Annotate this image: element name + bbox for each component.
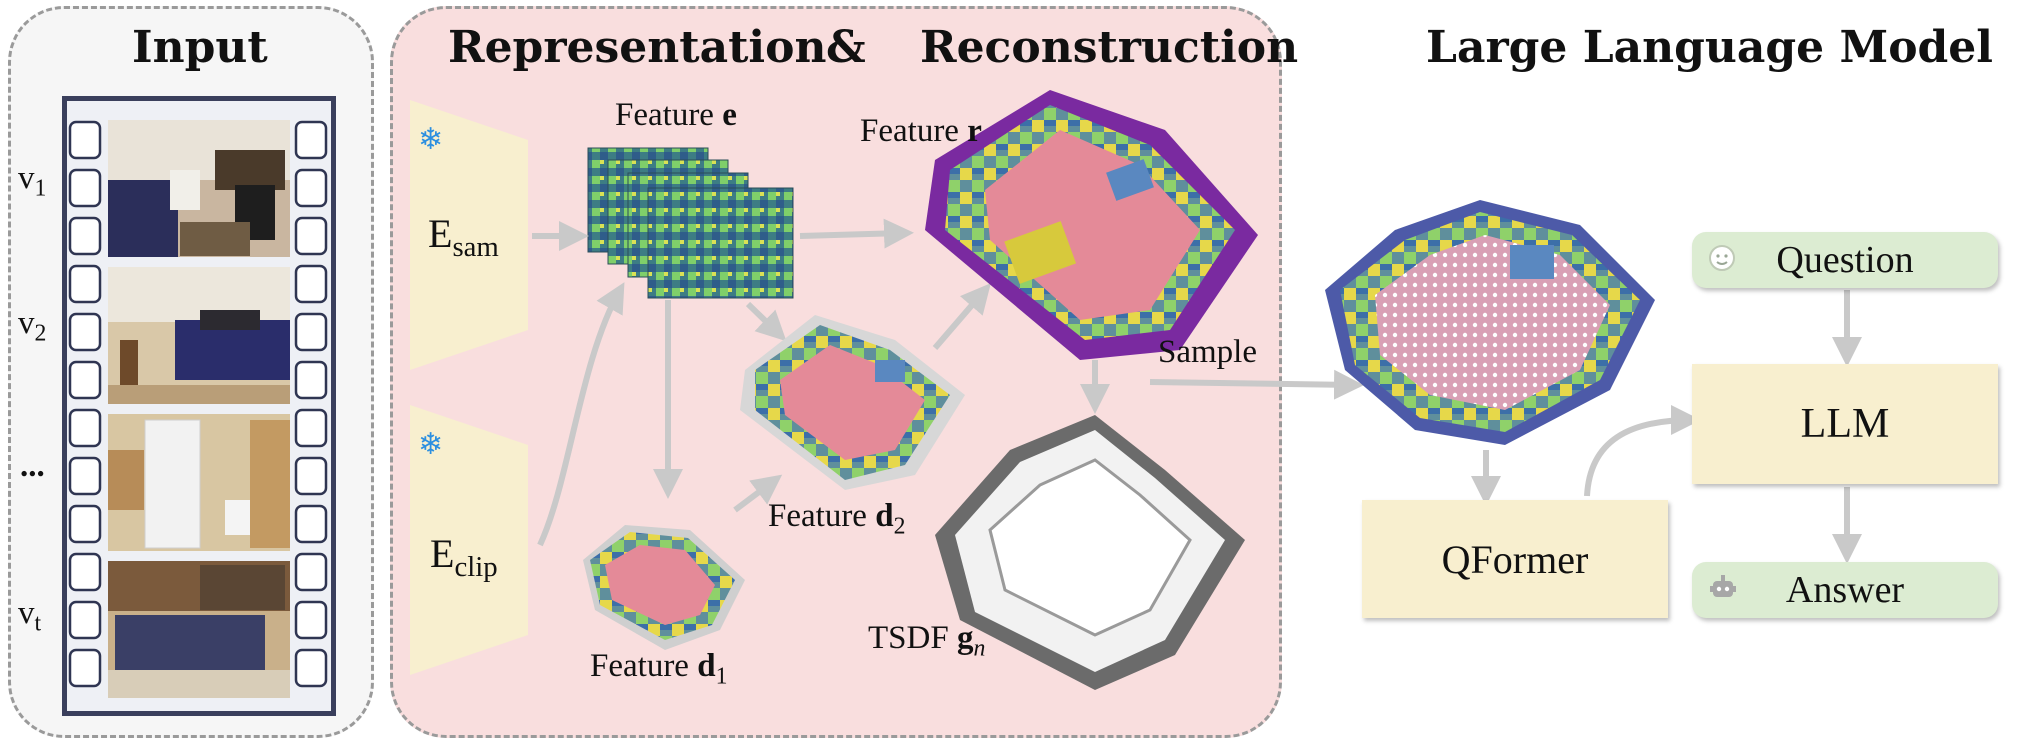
- film-sprocket-hole: [68, 552, 102, 592]
- frame-label-v2: v2: [18, 305, 47, 347]
- face-icon: [1708, 238, 1736, 282]
- sample-label: Sample: [1158, 334, 1257, 370]
- llm-box: LLM: [1692, 364, 1998, 484]
- feature-d1-mesh: [583, 525, 745, 650]
- frame-label-v1: v1: [18, 160, 47, 202]
- feature-d2-label: Feature d2: [768, 498, 906, 540]
- encoder-clip-label: Eclip: [430, 531, 498, 583]
- feature-e-maps: [587, 147, 794, 299]
- input-title: Input: [132, 22, 268, 73]
- film-sprocket-hole: [294, 456, 328, 496]
- frame-image-3: [108, 414, 290, 551]
- film-sprocket-hole: [68, 456, 102, 496]
- reconstruction-title: Reconstruction: [920, 22, 1299, 73]
- answer-label: Answer: [1785, 569, 1905, 611]
- arrows: [532, 218, 1862, 564]
- frame-label-vt: vt: [18, 595, 42, 637]
- film-sprocket-hole: [294, 120, 328, 160]
- film-sprocket-hole: [294, 600, 328, 640]
- tsdf-mesh: [935, 415, 1245, 690]
- film-sprocket-hole: [294, 504, 328, 544]
- film-sprocket-hole: [68, 600, 102, 640]
- feature-r-mesh: [925, 90, 1258, 360]
- film-strip: [62, 96, 336, 716]
- film-sprocket-hole: [294, 216, 328, 256]
- qformer-box: QFormer: [1362, 500, 1668, 618]
- film-sprocket-hole: [294, 360, 328, 400]
- film-sprocket-hole: [294, 264, 328, 304]
- robot-icon: [1708, 568, 1738, 612]
- film-sprocket-hole: [68, 264, 102, 304]
- ampersand-title: &: [826, 22, 866, 73]
- frame-image-4: [108, 561, 290, 698]
- answer-box: Answer: [1692, 562, 1998, 618]
- point-cloud: [1325, 200, 1655, 445]
- film-sprocket-hole: [294, 312, 328, 352]
- feature-e-label: Feature e: [615, 97, 737, 133]
- film-sprocket-hole: [68, 216, 102, 256]
- frame-image-1: [108, 120, 290, 257]
- snowflake-icon: ❄: [418, 122, 444, 157]
- feature-d1-label: Feature d1: [590, 648, 728, 690]
- encoder-sam: [410, 100, 528, 370]
- encoder-sam-label: Esam: [428, 211, 499, 263]
- frame-label-ellipsis: ...: [20, 448, 45, 484]
- tsdf-label: TSDF gn: [868, 620, 986, 662]
- frame-image-2: [108, 267, 290, 404]
- feature-d2-mesh: [740, 315, 965, 490]
- film-sprocket-hole: [294, 408, 328, 448]
- question-box: Question: [1692, 232, 1998, 288]
- film-sprocket-hole: [294, 552, 328, 592]
- snowflake-icon: ❄: [418, 427, 444, 462]
- film-sprocket-hole: [68, 648, 102, 688]
- film-sprocket-hole: [68, 312, 102, 352]
- film-sprocket-hole: [294, 648, 328, 688]
- encoder-clip: [410, 405, 528, 675]
- feature-r-label: Feature r: [860, 113, 982, 149]
- film-sprocket-hole: [68, 168, 102, 208]
- film-sprocket-hole: [294, 168, 328, 208]
- film-sprocket-hole: [68, 504, 102, 544]
- llm-panel-title: Large Language Model: [1426, 22, 1994, 73]
- question-label: Question: [1776, 239, 1914, 281]
- film-sprocket-hole: [68, 360, 102, 400]
- representation-title: Representation: [448, 22, 827, 73]
- film-sprocket-hole: [68, 120, 102, 160]
- film-sprocket-hole: [68, 408, 102, 448]
